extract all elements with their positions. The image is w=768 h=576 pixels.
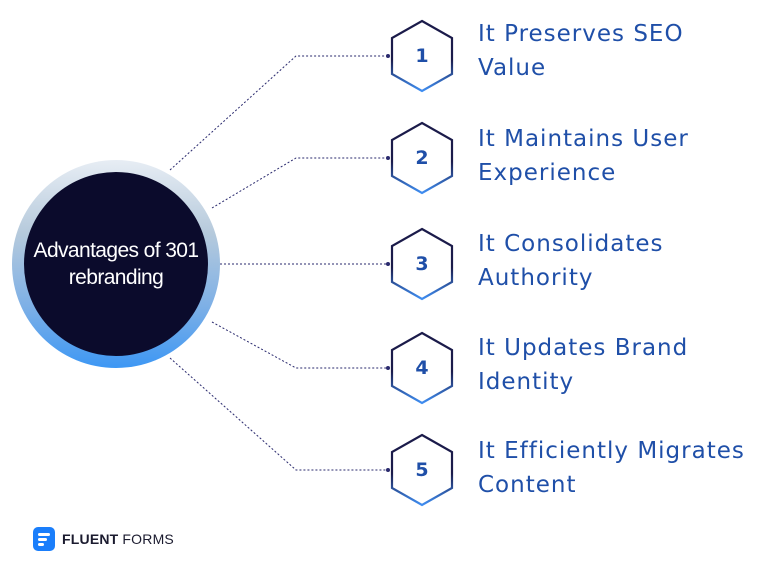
advantage-label-1: It Preserves SEO Value — [478, 21, 684, 81]
connector-4 — [211, 321, 391, 371]
hexagon-1 — [390, 19, 454, 93]
fluent-forms-logo-icon — [33, 527, 55, 551]
connector-1 — [169, 53, 391, 171]
hexagon-number-1: 1 — [415, 45, 429, 67]
hexagons — [390, 19, 454, 507]
hexagon-2 — [390, 121, 454, 195]
brand-name-bold: FLUENT — [62, 531, 119, 547]
hexagon-number-2: 2 — [415, 147, 429, 169]
center-circle-ring: Advantages of 301 rebranding — [12, 160, 220, 368]
advantage-label-2: It Maintains User Experience — [478, 126, 689, 186]
hexagon-3 — [390, 227, 454, 301]
connector-5 — [169, 357, 391, 473]
brand-name-light: FORMS — [122, 531, 174, 547]
hexagon-4 — [390, 331, 454, 405]
advantage-label-3: It Consolidates Authority — [478, 231, 664, 291]
connector-2 — [211, 155, 391, 209]
brand-logo: FLUENT FORMS — [33, 525, 174, 553]
center-circle: Advantages of 301 rebranding — [24, 172, 208, 356]
center-label: Advantages of 301 rebranding — [33, 239, 200, 289]
hexagon-5 — [390, 433, 454, 507]
connectors — [169, 53, 391, 473]
advantage-label-5: It Efficiently Migrates Content — [478, 438, 745, 498]
hexagon-number-4: 4 — [415, 357, 429, 379]
hexagon-number-3: 3 — [415, 253, 429, 275]
hexagon-number-5: 5 — [415, 459, 429, 481]
advantage-label-4: It Updates Brand Identity — [478, 335, 689, 395]
